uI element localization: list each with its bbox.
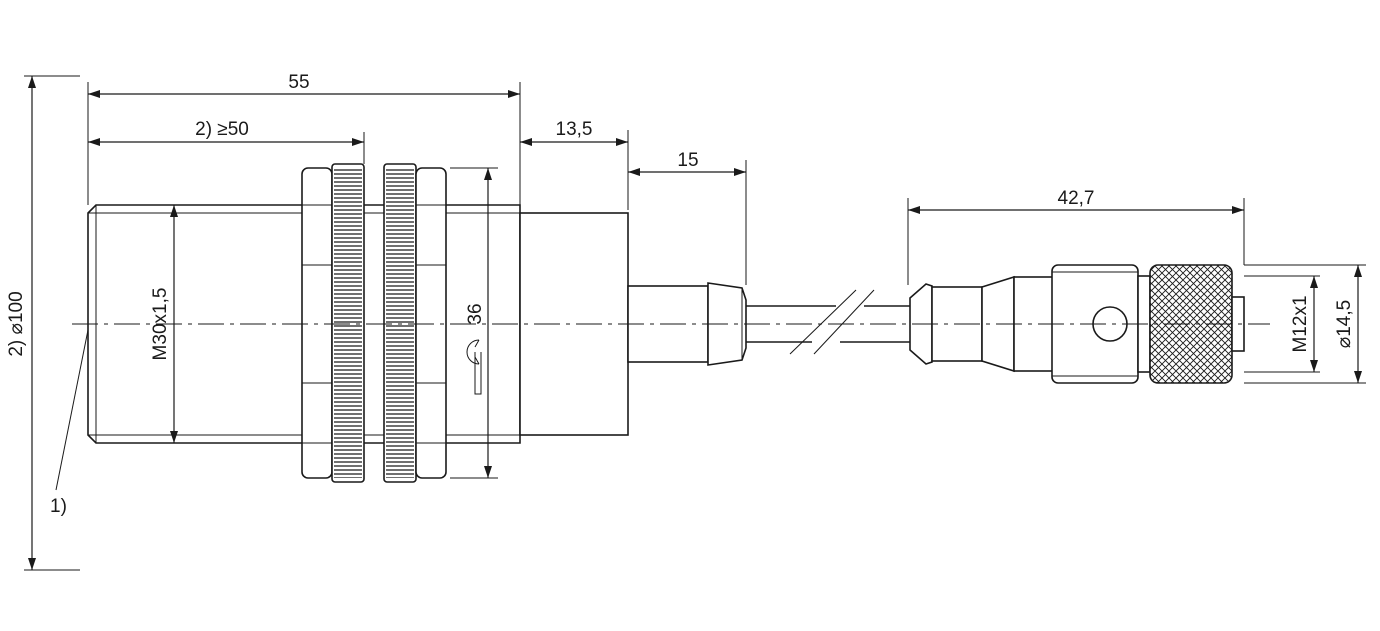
m12-connector	[909, 264, 1245, 384]
cable	[746, 289, 910, 355]
lock-nut-left	[301, 163, 365, 483]
wrench-icon	[466, 339, 482, 395]
cable-break-mark	[789, 289, 857, 355]
label-m12: M12x1	[1290, 295, 1311, 352]
label-dia-14-5: ⌀14,5	[1334, 300, 1355, 348]
label-36: 36	[465, 303, 486, 324]
label-m30: M30x1,5	[150, 288, 171, 361]
dimension-lines	[28, 76, 1362, 570]
label-note-1: 1)	[50, 496, 67, 517]
label-15: 15	[677, 150, 698, 171]
lock-nut-right	[383, 163, 447, 483]
leader-note-1	[55, 329, 89, 491]
label-42-7: 42,7	[1058, 188, 1095, 209]
sensor-body	[87, 163, 747, 483]
dimension-labels: 55 2) ≥50 13,5 15 42,7 1) 2) ⌀100 M30x1,…	[6, 72, 1355, 517]
label-dia-100: 2) ⌀100	[6, 291, 27, 356]
label-50: 2) ≥50	[195, 119, 249, 140]
label-55: 55	[288, 72, 309, 93]
label-13-5: 13,5	[556, 119, 593, 140]
